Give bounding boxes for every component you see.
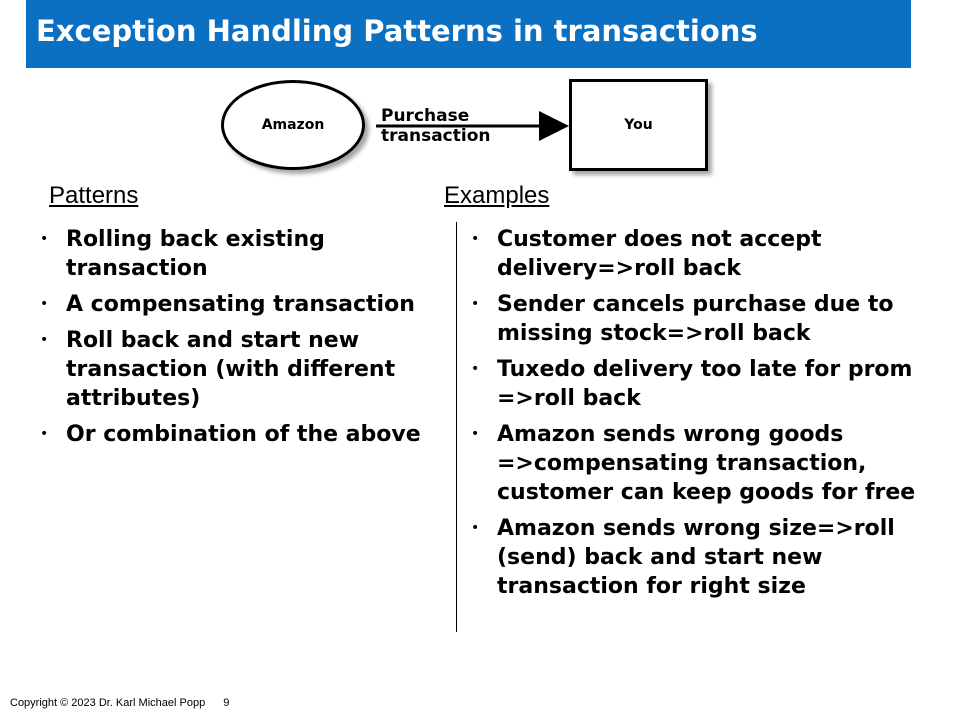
list-item: • Sender cancels purchase due to missing …: [465, 290, 960, 348]
list-item: • Roll back and start new transaction (wi…: [34, 326, 449, 413]
you-node: You: [569, 79, 708, 171]
bullet-icon: •: [471, 296, 480, 312]
examples-list: • Customer does not accept delivery=>roll…: [465, 225, 960, 608]
list-item: • Tuxedo delivery too late for prom =>rol…: [465, 355, 960, 413]
footer: Copyright © 2023 Dr. Karl Michael Popp 9: [10, 697, 229, 709]
list-item: • Amazon sends wrong size=>roll (send) ba…: [465, 514, 960, 601]
bullet-icon: •: [471, 231, 480, 247]
slide-title: Exception Handling Patterns in transacti…: [36, 14, 758, 48]
example-text: Tuxedo delivery too late for prom =>roll…: [497, 357, 913, 411]
list-item: • Or combination of the above: [34, 420, 449, 449]
pattern-text: Or combination of the above: [66, 422, 421, 447]
edge-label-line1: Purchase: [381, 106, 470, 126]
amazon-node-label: Amazon: [261, 117, 325, 133]
patterns-list: • Rolling back existing transaction • A co…: [34, 225, 449, 456]
pattern-text: Rolling back existing transaction: [66, 227, 325, 281]
edge-label-line2: transaction: [381, 126, 491, 146]
list-item: • Customer does not accept delivery=>roll…: [465, 225, 960, 283]
bullet-icon: •: [471, 361, 480, 377]
transaction-diagram: Amazon You Purchase transaction: [0, 0, 960, 180]
bullet-icon: •: [471, 520, 480, 536]
edge-label: Purchase transaction: [381, 106, 491, 146]
pattern-text: A compensating transaction: [66, 292, 415, 317]
pattern-text: Roll back and start new transaction (wit…: [66, 328, 396, 411]
page-number: 9: [223, 697, 230, 709]
list-item: • Amazon sends wrong goods =>compensating…: [465, 420, 960, 507]
copyright-text: Copyright © 2023 Dr. Karl Michael Popp: [10, 697, 206, 709]
bullet-icon: •: [40, 296, 49, 312]
bullet-icon: •: [40, 332, 49, 348]
example-text: Amazon sends wrong size=>roll (send) bac…: [497, 516, 895, 599]
example-text: Sender cancels purchase due to missing s…: [497, 292, 894, 346]
list-item: • A compensating transaction: [34, 290, 449, 319]
bullet-icon: •: [40, 231, 49, 247]
purchase-arrow: [376, 111, 569, 141]
title-bar: Exception Handling Patterns in transacti…: [26, 0, 911, 68]
bullet-icon: •: [471, 426, 480, 442]
bullet-icon: •: [40, 426, 49, 442]
you-node-label: You: [624, 117, 653, 133]
list-item: • Rolling back existing transaction: [34, 225, 449, 283]
example-text: Customer does not accept delivery=>roll …: [497, 227, 822, 281]
examples-heading: Examples: [444, 182, 550, 209]
patterns-heading: Patterns: [49, 182, 139, 209]
amazon-node: Amazon: [221, 80, 365, 170]
example-text: Amazon sends wrong goods =>compensating …: [497, 422, 916, 505]
column-divider: [456, 222, 457, 632]
